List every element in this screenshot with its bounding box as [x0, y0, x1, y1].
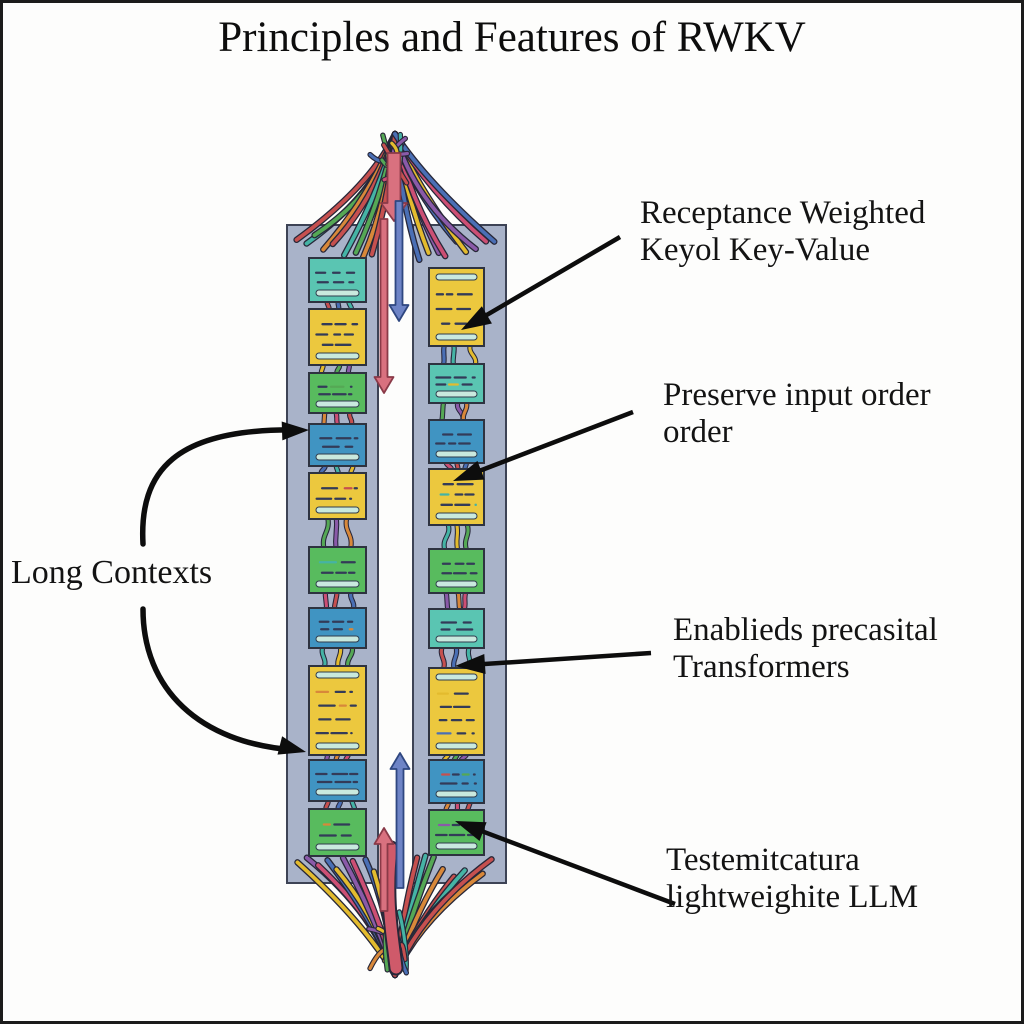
- bottom-arrow-fan: [294, 840, 495, 979]
- central-flow-arrows: [373, 152, 411, 912]
- label-lightweight-llm: Testemitcatura lightweighite LLM: [666, 842, 919, 915]
- label-long-contexts: Long Contexts: [11, 554, 213, 591]
- layer-blocks: [308, 257, 485, 857]
- rwkv-architecture-diagram: [139, 130, 676, 979]
- label-enables-transformers: Enablieds precasital Transformers: [673, 612, 938, 685]
- figure-title: Principles and Features of RWKV: [218, 14, 806, 61]
- annotation-arrows: [453, 235, 676, 907]
- label-receptance-weighted-key-value: Receptance Weighted Keyol Key-Value: [640, 195, 926, 268]
- label-preserve-input-order: Preserve input order order: [663, 377, 931, 450]
- long-contexts-curved-arrows: [139, 421, 309, 755]
